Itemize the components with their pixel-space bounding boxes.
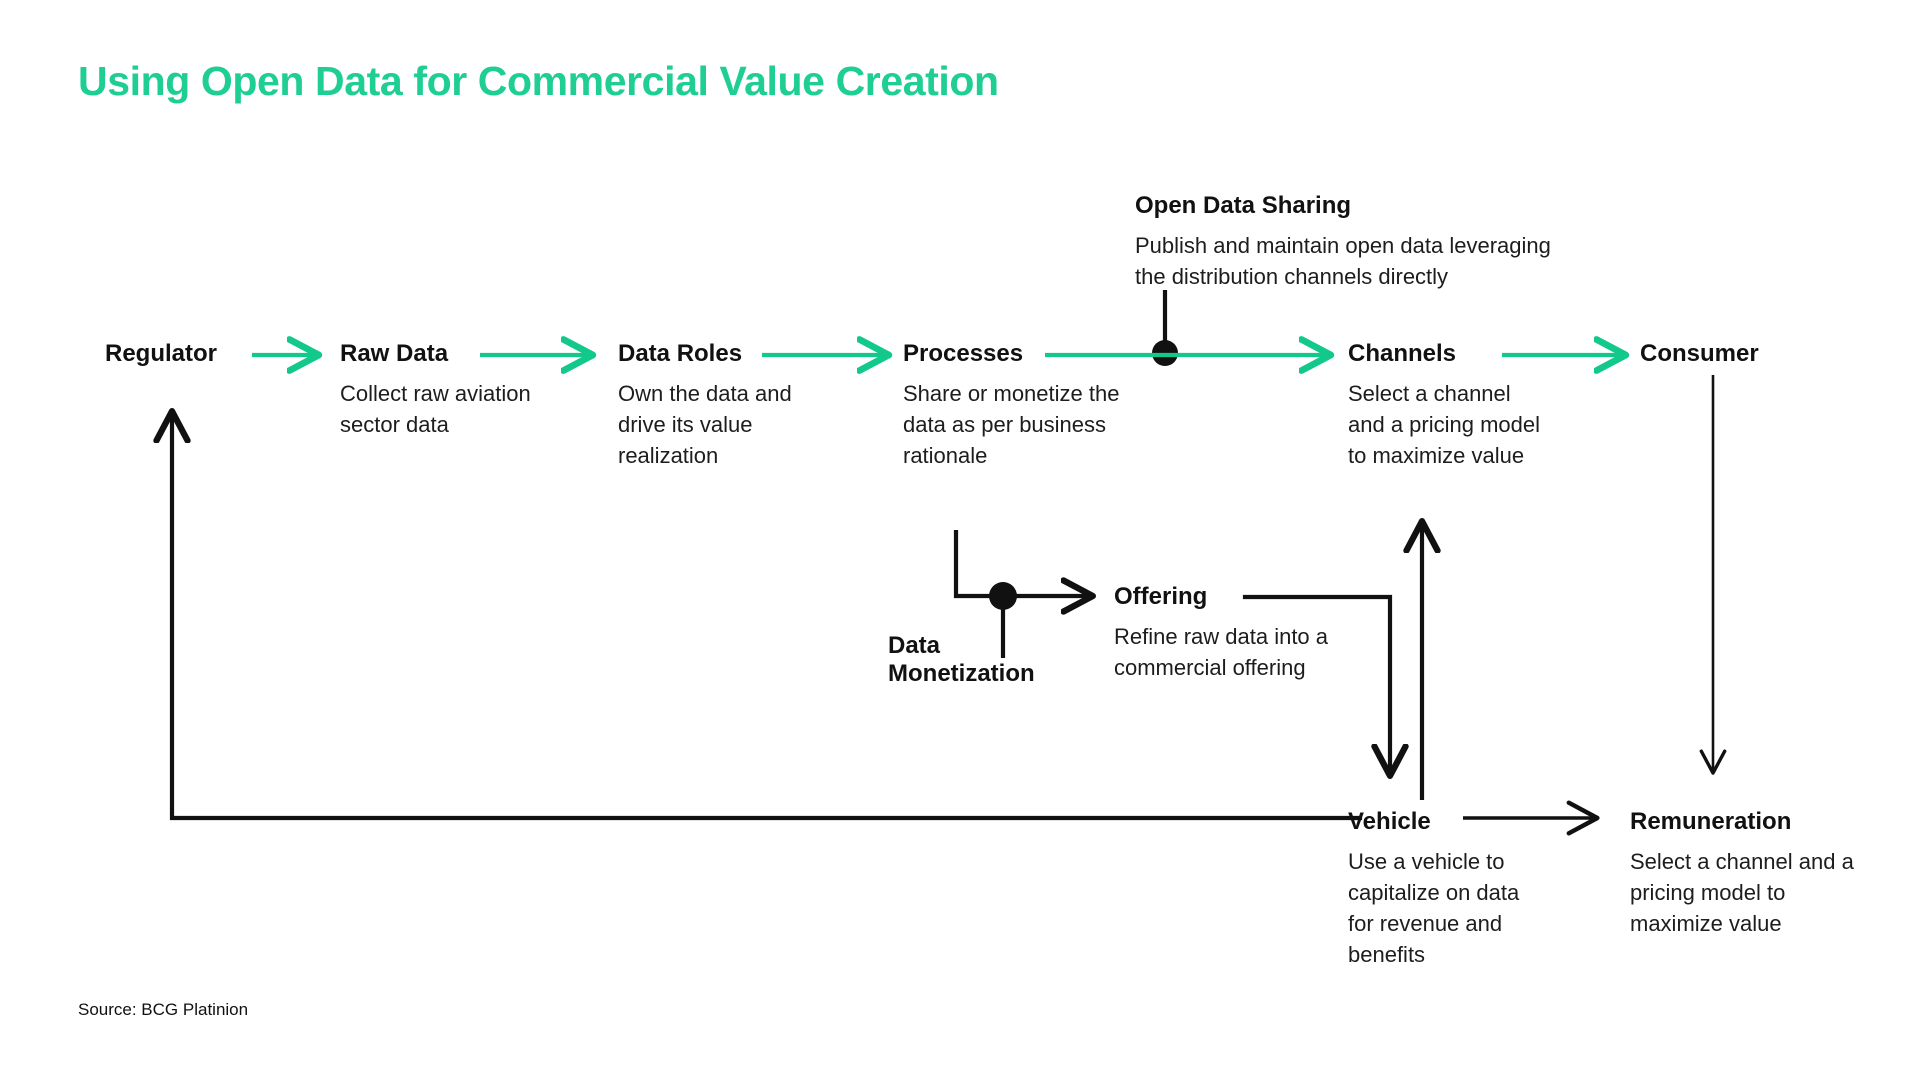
node-vehicle[interactable]: Vehicle Use a vehicle to capitalize on d… <box>1348 808 1548 970</box>
node-processes[interactable]: Processes Share or monetize the data as … <box>903 340 1143 471</box>
node-data-roles[interactable]: Data Roles Own the data and drive its va… <box>618 340 833 471</box>
node-offering-desc: Refine raw data into a commercial offeri… <box>1114 624 1329 680</box>
node-vehicle-desc: Use a vehicle to capitalize on data for … <box>1348 849 1520 967</box>
node-raw-data-label: Raw Data <box>340 340 449 367</box>
junction-dot-open-data-sharing <box>1152 340 1178 366</box>
node-processes-desc: Share or monetize the data as per busine… <box>903 381 1120 468</box>
node-raw-data[interactable]: Raw Data Collect raw aviation sector dat… <box>340 340 540 440</box>
node-consumer[interactable]: Consumer <box>1640 340 1759 368</box>
node-raw-data-desc: Collect raw aviation sector data <box>340 381 531 437</box>
node-regulator[interactable]: Regulator <box>105 340 217 368</box>
node-data-monetization[interactable]: Data Monetization <box>888 632 1063 688</box>
node-offering[interactable]: Offering Refine raw data into a commerci… <box>1114 583 1364 683</box>
node-remuneration-desc: Select a channel and a pricing model to … <box>1630 849 1854 936</box>
callout-open-data-sharing-label: Open Data Sharing <box>1135 192 1352 219</box>
node-data-monetization-label: Data Monetization <box>888 632 1035 687</box>
node-offering-label: Offering <box>1114 583 1208 610</box>
node-consumer-label: Consumer <box>1640 340 1759 367</box>
node-regulator-label: Regulator <box>105 340 218 367</box>
callout-open-data-sharing[interactable]: Open Data Sharing Publish and maintain o… <box>1135 192 1565 292</box>
node-remuneration[interactable]: Remuneration Select a channel and a pric… <box>1630 808 1880 939</box>
node-processes-label: Processes <box>903 340 1024 367</box>
node-channels-label: Channels <box>1348 340 1457 367</box>
edge-processes-to-open-data-sharing <box>1152 290 1178 366</box>
node-data-roles-desc: Own the data and drive its value realiza… <box>618 381 792 468</box>
source-note: Source: BCG Platinion <box>78 1000 249 1019</box>
callout-open-data-sharing-desc: Publish and maintain open data leveragin… <box>1135 233 1551 289</box>
node-data-roles-label: Data Roles <box>618 340 743 367</box>
node-vehicle-label: Vehicle <box>1348 808 1431 835</box>
junction-dot-data-monetization <box>989 582 1017 610</box>
node-channels-desc: Select a channel and a pricing model to … <box>1348 381 1541 468</box>
node-channels[interactable]: Channels Select a channel and a pricing … <box>1348 340 1548 471</box>
page-title: Using Open Data for Commercial Value Cre… <box>78 58 999 104</box>
node-remuneration-label: Remuneration <box>1630 808 1792 835</box>
